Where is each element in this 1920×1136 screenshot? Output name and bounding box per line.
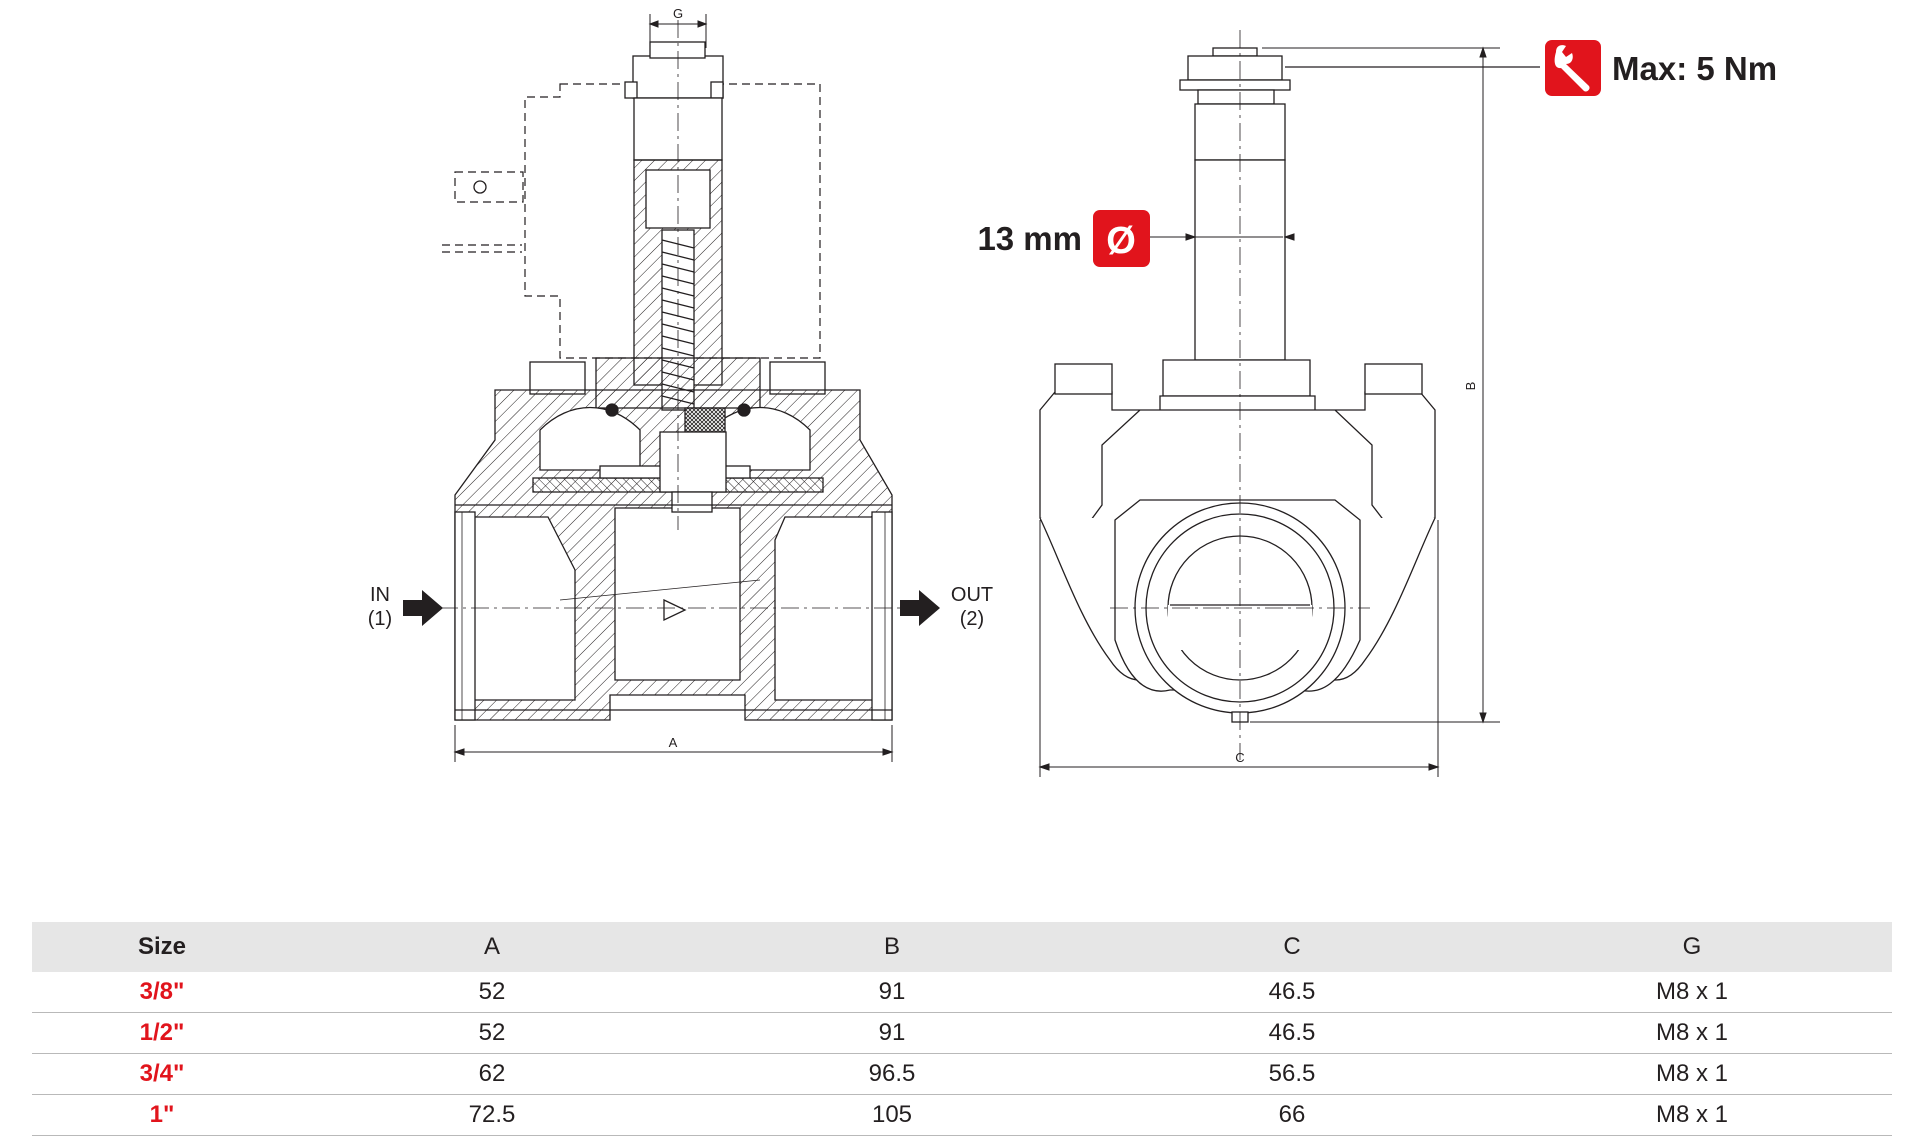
table-header-row: Size A B C G [32, 922, 1892, 972]
cell-a: 52 [292, 972, 692, 1013]
cell-b: 91 [692, 972, 1092, 1013]
table-row: 1/2" 52 91 46.5 M8 x 1 [32, 1012, 1892, 1054]
valve-technical-drawing: G A IN (1) OUT (2) [368, 6, 1777, 777]
front-view [1039, 47, 1436, 723]
header-c: C [1092, 922, 1492, 972]
label-in: IN [370, 584, 390, 606]
table-row: 3/8" 52 91 46.5 M8 x 1 [32, 972, 1892, 1013]
cell-b: 105 [692, 1094, 1092, 1136]
cell-size: 3/8" [32, 972, 292, 1013]
header-b: B [692, 922, 1092, 972]
cell-g: M8 x 1 [1492, 972, 1892, 1013]
cell-a: 62 [292, 1053, 692, 1095]
label-c: C [1235, 750, 1244, 765]
cell-size: 3/4" [32, 1053, 292, 1095]
arrow-right-icon [900, 590, 940, 626]
table-row: 3/4" 62 96.5 56.5 M8 x 1 [32, 1053, 1892, 1095]
dimension-a [453, 725, 894, 762]
label-a: A [669, 735, 678, 750]
cell-a: 52 [292, 1012, 692, 1054]
dimension-b [1250, 46, 1500, 724]
diameter-icon [1093, 210, 1150, 267]
cell-b: 91 [692, 1012, 1092, 1054]
cell-c: 46.5 [1092, 1012, 1492, 1054]
wrench-icon [1545, 40, 1601, 96]
diameter-label: 13 mm [977, 220, 1082, 257]
cell-g: M8 x 1 [1492, 1094, 1892, 1136]
cell-c: 66 [1092, 1094, 1492, 1136]
label-g: G [673, 6, 683, 21]
arrow-right-icon [403, 590, 443, 626]
header-size: Size [32, 922, 292, 972]
header-g: G [1492, 922, 1892, 972]
diameter-dimension [1150, 233, 1295, 241]
coil-outline [442, 83, 821, 359]
label-in-port: (1) [368, 608, 392, 630]
cell-g: M8 x 1 [1492, 1053, 1892, 1095]
cell-b: 96.5 [692, 1053, 1092, 1095]
cell-g: M8 x 1 [1492, 1012, 1892, 1054]
table-row: 1" 72.5 105 66 M8 x 1 [32, 1094, 1892, 1136]
diameter-symbol: Ø [1106, 220, 1136, 262]
cell-size: 1/2" [32, 1012, 292, 1054]
cell-a: 72.5 [292, 1094, 692, 1136]
dimension-g [648, 14, 708, 48]
cell-c: 56.5 [1092, 1053, 1492, 1095]
section-view [442, 41, 893, 721]
header-a: A [292, 922, 692, 972]
label-b: B [1463, 382, 1478, 391]
cell-size: 1" [32, 1094, 292, 1136]
torque-label: Max: 5 Nm [1612, 50, 1777, 87]
label-out: OUT [951, 584, 993, 606]
label-out-port: (2) [960, 608, 984, 630]
cell-c: 46.5 [1092, 972, 1492, 1013]
dimension-c [1038, 520, 1440, 777]
dimension-table: Size A B C G 3/8" 52 91 46.5 M8 x 1 1/2"… [32, 922, 1892, 1136]
